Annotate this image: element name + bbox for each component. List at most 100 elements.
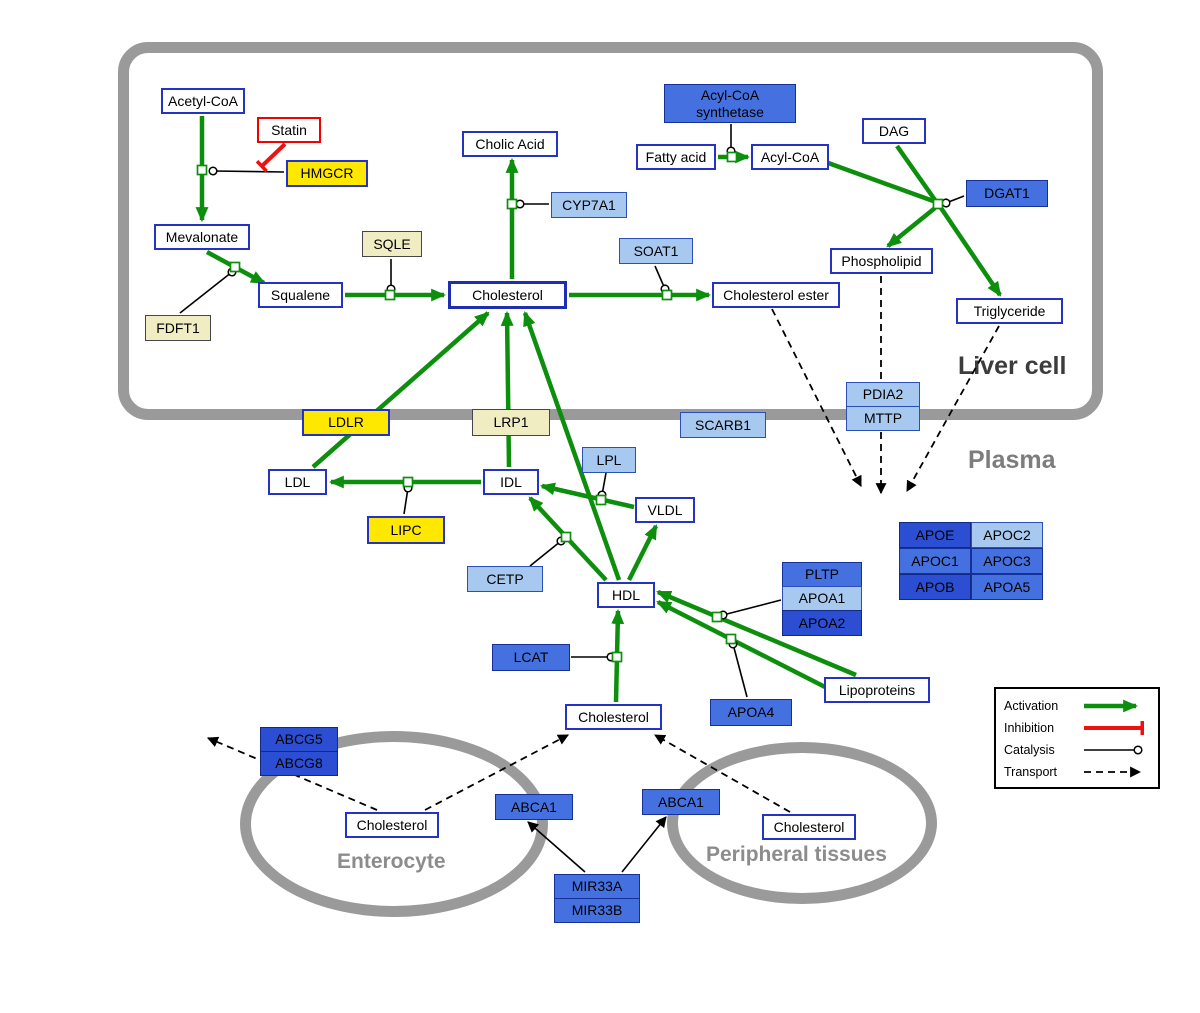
node-ldl[interactable]: LDL (268, 469, 327, 495)
node-sqle[interactable]: SQLE (362, 231, 422, 257)
reaction-node-cholesterol-to-cholesterol-ester (661, 289, 673, 301)
reaction-node-mevalonate-to-squalene (229, 261, 241, 273)
legend-item-catalysis: Catalysis (1004, 739, 1152, 761)
node-apoa1[interactable]: APOA1 (782, 586, 862, 611)
edge-junction-to-triglyceride (939, 206, 1002, 297)
node-hdl[interactable]: HDL (597, 582, 655, 608)
node-acyl-coa[interactable]: Acyl-CoA (751, 144, 829, 170)
edge-hdl-to-cholesterol (522, 310, 622, 581)
node-mttp[interactable]: MTTP (846, 406, 920, 431)
reaction-node-cholesterol-to-cholic-acid (506, 198, 518, 210)
node-mevalonate[interactable]: Mevalonate (154, 224, 250, 250)
node-abca1-enterocyte[interactable]: ABCA1 (495, 794, 573, 820)
legend-item-inhibition: Inhibition (1004, 717, 1152, 739)
node-cholesterol-liver[interactable]: Cholesterol (448, 281, 567, 309)
edge-statin-inhibits-hmgcr (255, 142, 287, 173)
enterocyte-membrane (240, 731, 548, 917)
node-apoa5[interactable]: APOA5 (971, 574, 1043, 600)
node-acyl-coa-synthetase[interactable]: Acyl-CoA synthetase (664, 84, 796, 123)
liver-cell-membrane (118, 42, 1103, 420)
peripheral-tissues-membrane (667, 742, 937, 904)
edge-apostack-catalysis (718, 599, 782, 620)
edge-cholesterol-abca1-export-enterocyte (424, 734, 569, 811)
node-hmgcr[interactable]: HMGCR (286, 160, 368, 187)
reaction-node-lipoproteins-to-hdl-1 (711, 611, 723, 623)
node-cholesterol-peripheral[interactable]: Cholesterol (762, 814, 856, 840)
node-mir33a[interactable]: MIR33A (554, 874, 640, 899)
edge-mir33-to-abca1-right (621, 816, 667, 873)
node-lipc[interactable]: LIPC (367, 516, 445, 544)
edge-cetp-catalysis (529, 536, 566, 567)
reaction-node-lipoproteins-to-hdl-2 (725, 633, 737, 645)
legend: Activation Inhibition Catalysis Transpor… (994, 687, 1160, 789)
reaction-node-hdl-to-idl (560, 531, 572, 543)
transport-dashed-arrow-icon (1084, 766, 1142, 778)
node-apoc1[interactable]: APOC1 (899, 548, 971, 574)
legend-label-activation: Activation (1004, 699, 1059, 713)
node-vldl[interactable]: VLDL (635, 497, 695, 523)
node-cholesterol-plasma[interactable]: Cholesterol (565, 704, 662, 730)
node-idl[interactable]: IDL (483, 469, 539, 495)
node-abcg5[interactable]: ABCG5 (260, 727, 338, 752)
node-abca1-peripheral[interactable]: ABCA1 (642, 789, 720, 815)
reaction-node-fattyacid-to-acylcoa (726, 151, 738, 163)
legend-item-transport: Transport (1004, 761, 1152, 783)
edge-ldl-to-cholesterol (311, 311, 490, 469)
node-cyp7a1[interactable]: CYP7A1 (551, 192, 627, 218)
node-ldlr[interactable]: LDLR (302, 409, 390, 436)
reaction-node-cholesterol-to-hdl (611, 651, 623, 663)
node-squalene[interactable]: Squalene (258, 282, 343, 308)
node-dag[interactable]: DAG (862, 118, 926, 144)
node-cholesterol-enterocyte[interactable]: Cholesterol (345, 812, 439, 838)
node-scarb1[interactable]: SCARB1 (680, 412, 766, 438)
node-triglyceride[interactable]: Triglyceride (956, 298, 1063, 324)
node-cholic-acid[interactable]: Cholic Acid (462, 131, 558, 157)
edge-acylcoa-to-junction (819, 157, 937, 205)
reaction-node-junction-to-triglyceride (932, 198, 944, 210)
node-abcg8[interactable]: ABCG8 (260, 751, 338, 776)
node-lrp1[interactable]: LRP1 (472, 409, 550, 436)
edge-mir33-to-abca1-left (527, 821, 586, 873)
node-statin[interactable]: Statin (257, 117, 321, 143)
node-apob[interactable]: APOB (899, 574, 971, 600)
reaction-node-vldl-to-idl (595, 494, 607, 506)
node-apoa4[interactable]: APOA4 (710, 699, 792, 726)
edge-lipc-catalysis (403, 483, 413, 515)
node-acetyl-coa[interactable]: Acetyl-CoA (161, 88, 245, 114)
edge-apoa4-catalysis (728, 639, 748, 698)
edge-lipoproteins-to-hdl-1 (656, 589, 857, 678)
edge-cholesterol-abcg5g8-export (206, 736, 378, 811)
node-apoa2[interactable]: APOA2 (782, 610, 862, 636)
node-pdia2[interactable]: PDIA2 (846, 382, 920, 407)
edge-idl-to-cholesterol (500, 310, 514, 468)
edge-fdft1-catalysis (179, 267, 237, 314)
edge-triglyceride-secretion (906, 325, 1000, 492)
edge-lipoproteins-to-hdl-2 (656, 599, 831, 692)
peripheral-tissues-label: Peripheral tissues (706, 843, 887, 866)
node-dgat1[interactable]: DGAT1 (966, 180, 1048, 207)
node-cetp[interactable]: CETP (467, 566, 543, 592)
edge-lpl-catalysis (597, 472, 607, 500)
node-cholesterol-ester[interactable]: Cholesterol ester (712, 282, 840, 308)
node-phospholipid[interactable]: Phospholipid (830, 248, 933, 274)
node-soat1[interactable]: SOAT1 (619, 238, 693, 264)
node-fdft1[interactable]: FDFT1 (145, 315, 211, 341)
activation-arrow-icon (1084, 699, 1139, 713)
node-pltp[interactable]: PLTP (782, 562, 862, 587)
node-lpl[interactable]: LPL (582, 447, 636, 473)
node-lcat[interactable]: LCAT (492, 644, 570, 671)
node-apoc3[interactable]: APOC3 (971, 548, 1043, 574)
node-mir33b[interactable]: MIR33B (554, 898, 640, 923)
node-lipoproteins[interactable]: Lipoproteins (824, 677, 930, 703)
reaction-node-acetylcoa-to-mevalonate (196, 164, 208, 176)
node-apoe[interactable]: APOE (899, 522, 971, 548)
catalysis-circle-icon (1084, 745, 1143, 755)
edge-vldl-to-idl (539, 482, 635, 510)
edge-cholesterolester-secretion (771, 308, 862, 487)
edge-hmgcr-catalysis (208, 166, 285, 176)
node-fatty-acid[interactable]: Fatty acid (636, 144, 716, 170)
node-apoc2[interactable]: APOC2 (971, 522, 1043, 548)
edge-dag-to-junction (895, 144, 937, 202)
reaction-node-squalene-to-cholesterol (384, 289, 396, 301)
